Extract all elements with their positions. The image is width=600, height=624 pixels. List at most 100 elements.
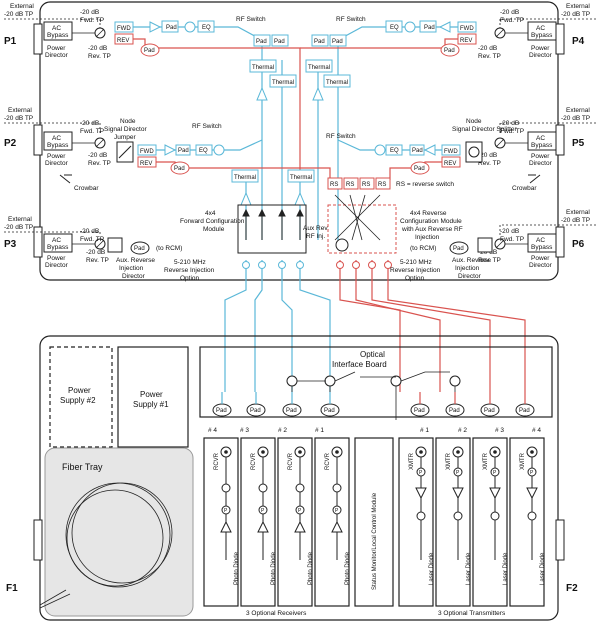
forward-config-module [237,204,307,254]
svg-text:Rev. TP: Rev. TP [86,257,109,264]
rx-p-circle [332,505,342,515]
xmtr-label: XMTR [446,452,452,470]
rf-switch-label: RF Switch [192,123,222,130]
svg-text:Aux. Reverse: Aux. Reverse [452,257,491,264]
laser-diode-label: Laser Diode [540,552,546,585]
oib-label: Optical [360,350,385,359]
svg-text:EQ: EQ [390,25,399,31]
rcvr-label: RCVR [325,452,331,470]
photo-diode-label: Photo Diode [234,551,240,585]
svg-text:FWD: FWD [117,26,131,32]
svg-text:Power: Power [531,255,550,262]
port-f2: F2 [566,583,578,594]
aux-rev-label: Aux Rev [303,225,328,232]
rx-amplifier-icon [257,520,269,533]
rev-module-label: Injection [415,234,440,241]
diplex-p4: FWD REV [457,21,477,45]
external-tp-label: External [10,3,34,10]
svg-text:Director: Director [529,52,553,59]
svg-text:Bypass: Bypass [47,32,69,39]
port-p4: P4 [572,36,585,47]
splitter-icon [468,146,480,158]
tx-p-label: P [419,470,423,476]
ps2-label: Supply #2 [60,396,96,405]
port-tab-f2 [555,519,565,561]
svg-text:Fwd. TP: Fwd. TP [80,17,104,24]
svg-text:Pad: Pad [424,25,435,31]
reverse-pads [140,43,460,190]
svg-text:RS: RS [362,182,370,188]
external-tp-label: -20 dB TP [4,224,33,231]
svg-text:Director: Director [45,262,69,269]
svg-text:Director: Director [45,160,69,167]
svg-text:Injection: Injection [119,265,144,272]
rx-optical-port-dot [261,450,265,454]
crowbar-label: Crowbar [74,185,99,192]
splitter-label: Node [466,118,482,125]
photo-diode-label: Photo Diode [345,551,351,585]
svg-text:Pad: Pad [484,408,495,414]
ac-bypass-group-p5: AC Bypass Power Director [527,131,557,167]
rx-p-label: P [224,508,228,514]
svg-text:Aux. Reverse: Aux. Reverse [116,257,155,264]
svg-text:EQ: EQ [202,25,211,31]
port-p3: P3 [4,239,17,250]
external-tp-label: -20 dB TP [561,115,590,122]
signal-director-splitter [465,141,483,163]
photo-diode-label: Photo Diode [308,551,314,585]
aux-rf-switch-icon [335,238,349,252]
rx-p-label: P [298,508,302,514]
svg-text:Thermal: Thermal [290,175,312,181]
svg-text:Fwd. TP: Fwd. TP [80,236,104,243]
diplex-p5: FWD REV [441,144,461,168]
svg-text:Fwd. TP: Fwd. TP [500,17,524,24]
reverse-x-lines [334,194,381,241]
forward-chain-labels: Pad EQ EQ Pad EQ EQ Pad Pad Pad Pad Pad … [166,25,435,181]
rx-p-circle [221,505,231,515]
svg-text:EQ: EQ [199,148,208,154]
svg-text:-20 dB: -20 dB [478,152,497,159]
port-tab-f1 [33,519,43,561]
svg-text:# 1: # 1 [315,427,324,434]
fwd-module-label: Forward Configuration [180,218,245,225]
external-tp-label: External [566,209,590,216]
svg-text:REV: REV [444,161,456,167]
svg-text:-20 dB: -20 dB [80,120,99,127]
svg-text:-20 dB: -20 dB [86,249,105,256]
svg-text:Pad: Pad [414,408,425,414]
tx-optical-port-dot [419,450,423,454]
svg-text:Pad: Pad [314,39,325,45]
svg-text:Thermal: Thermal [234,175,256,181]
svg-text:Thermal: Thermal [308,65,330,71]
tx-optical-port-dot [456,450,460,454]
crowbar-icon [59,174,72,184]
tx-p-label: P [493,470,497,476]
svg-text:AC: AC [52,135,61,142]
photo-diode-label: Photo Diode [271,551,277,585]
tx-amplifier-icon [489,487,501,500]
diplex-p1: FWD REV [114,21,134,45]
tx-switch-icon [453,511,463,521]
rx-amplifier-icon [220,520,232,533]
svg-text:FWD: FWD [444,149,458,155]
svg-text:Power: Power [531,153,550,160]
svg-text:Pad: Pad [324,408,335,414]
svg-text:# 1: # 1 [420,427,429,434]
oib-label: Interface Board [332,360,387,369]
external-tp-label: -20 dB TP [561,11,590,18]
svg-text:# 3: # 3 [495,427,504,434]
port-p2: P2 [4,138,17,149]
laser-diode-label: Laser Diode [429,552,435,585]
jumper-label: Jumper [114,134,137,141]
svg-text:# 4: # 4 [532,427,541,434]
xmtr-label: XMTR [520,452,526,470]
jumper-label: Signal Director [104,126,147,133]
svg-text:Power: Power [531,45,550,52]
ps1-label: Power [140,390,163,399]
rx-switch-icon [258,483,268,493]
svg-text:# 2: # 2 [458,427,467,434]
ac-bypass-group-p4: AC Bypass Power Director [527,21,557,59]
power-supply-2 [49,346,113,448]
diplex-p2: FWD REV [137,144,157,168]
svg-text:-20 dB: -20 dB [500,9,519,16]
